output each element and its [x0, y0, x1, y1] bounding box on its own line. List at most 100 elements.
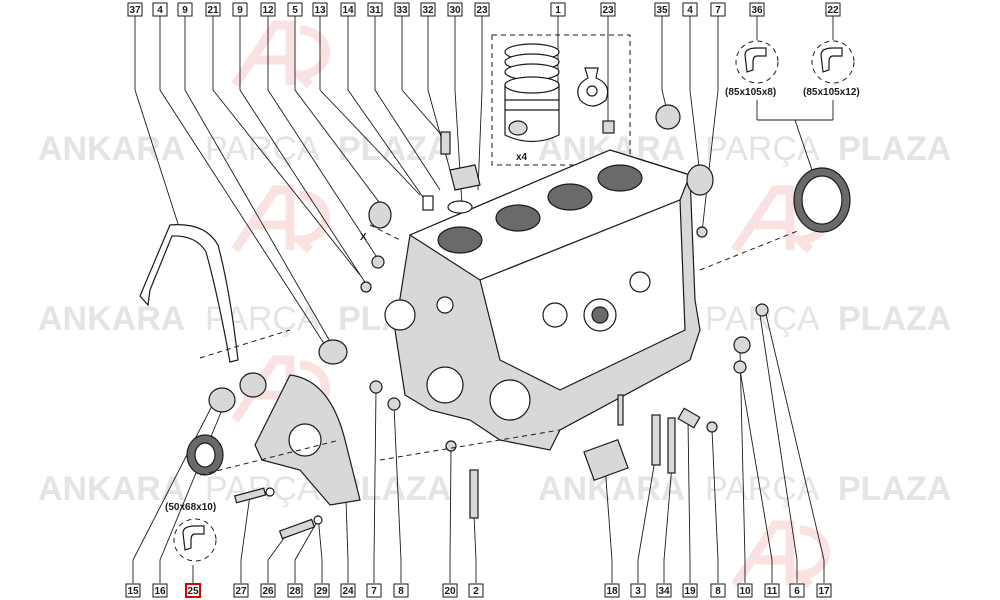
leader-line — [687, 419, 691, 561]
callout-number: 16 — [154, 586, 166, 597]
callout-box — [710, 2, 726, 17]
callout-number: 8 — [398, 586, 404, 597]
callout-box — [366, 583, 382, 598]
callout-box — [447, 2, 463, 17]
leader-line — [477, 89, 483, 191]
nut-icon-7 — [369, 380, 383, 394]
leader-lines — [132, 16, 834, 583]
stud-icon-34 — [667, 417, 676, 474]
pin-icon — [617, 394, 624, 426]
piston-group-frame — [491, 34, 631, 166]
bolt-icon-26 — [278, 518, 316, 540]
leader-line — [473, 514, 477, 561]
callout-number: 21 — [207, 5, 219, 16]
callout-number: 32 — [422, 5, 434, 16]
callout-number: 35 — [656, 5, 668, 16]
callout-top-36: 36 — [749, 2, 765, 17]
leader-line — [711, 429, 719, 561]
callout-number: 1 — [555, 5, 561, 16]
callout-box — [287, 583, 303, 598]
crank-bore-rear-icon — [489, 379, 531, 421]
seal-detail-22: (85x105x12) — [803, 40, 860, 98]
callout-number: 36 — [751, 5, 763, 16]
plug-icon-10 — [733, 336, 751, 354]
leader-line — [294, 89, 386, 211]
callout-number: 20 — [444, 586, 456, 597]
seal-dim-36: (85x105x8) — [725, 87, 776, 98]
leader-line — [449, 449, 452, 561]
callout-bottom-6: 6 — [789, 583, 805, 598]
callout-number: 7 — [371, 586, 377, 597]
crank-bore-front-icon — [426, 366, 464, 404]
leader-line — [794, 119, 813, 171]
callout-box — [205, 2, 221, 17]
camshaft-bore-icon — [384, 299, 416, 331]
callout-top-5: 5 — [287, 2, 303, 17]
callout-number: 28 — [289, 586, 301, 597]
callout-bottom-3: 3 — [630, 583, 646, 598]
callout-top-9: 9 — [232, 2, 248, 17]
stud-icon-3 — [651, 414, 661, 466]
sensor-icon-31 — [422, 195, 434, 211]
callout-number: 13 — [314, 5, 326, 16]
bearing-icon-16b — [208, 387, 236, 413]
callout-box — [340, 583, 356, 598]
callout-box — [232, 2, 248, 17]
callout-box — [152, 2, 168, 17]
callout-top-9: 9 — [177, 2, 193, 17]
callout-box — [287, 2, 303, 17]
callout-number: 29 — [316, 586, 328, 597]
alignment-line — [199, 329, 291, 359]
callout-box — [749, 2, 765, 17]
plug-icon-8 — [706, 421, 718, 433]
callout-bottom-11: 11 — [764, 583, 780, 598]
leader-line — [663, 464, 673, 561]
piston-pin-icon — [508, 120, 528, 136]
callout-box — [682, 583, 698, 598]
core-plug-icon — [368, 201, 392, 229]
watermark-word-plaza: PLAZA — [838, 300, 951, 338]
callout-bottom-26: 26 — [260, 583, 276, 598]
leader-line — [184, 89, 336, 351]
leader-line — [347, 89, 426, 201]
callout-bottom-17: 17 — [816, 583, 832, 598]
seal-detail-25: (50x68x10) — [165, 502, 217, 562]
callout-number: 10 — [739, 586, 751, 597]
callout-box — [152, 583, 168, 598]
cylinder-bore-1 — [437, 226, 483, 254]
callout-top-23: 23 — [600, 2, 616, 17]
callout-number: 33 — [396, 5, 408, 16]
cylinder-bore-3 — [547, 183, 593, 211]
leader-line — [637, 459, 656, 561]
callout-box — [550, 2, 566, 17]
leader-line — [134, 89, 181, 231]
seal-dim-22: (85x105x12) — [803, 87, 860, 98]
housing-gasket-icon — [447, 200, 473, 214]
callout-top-22: 22 — [825, 2, 841, 17]
callout-number: 4 — [157, 5, 163, 16]
callout-number: 12 — [262, 5, 274, 16]
callout-box — [825, 2, 841, 17]
leader-line — [267, 89, 381, 263]
piston-quantity: x4 — [516, 152, 528, 163]
watermark-logo-bottom-right — [731, 520, 831, 589]
callout-bottom-28: 28 — [287, 583, 303, 598]
callout-number: 19 — [684, 586, 696, 597]
callout-number: 9 — [182, 5, 188, 16]
callout-top-32: 32 — [420, 2, 436, 17]
bolt-icon-32 — [440, 131, 451, 155]
washer-icon — [313, 515, 323, 525]
leader-line — [604, 464, 613, 561]
cylinder-bore-2 — [495, 204, 541, 232]
watermark-word-ankara: ANKARA — [38, 130, 185, 168]
callout-number: 5 — [292, 5, 298, 16]
oil-bottle-icon — [577, 67, 609, 107]
callout-box — [127, 2, 143, 17]
callout-bottom-10: 10 — [737, 583, 753, 598]
callout-number: 25 — [187, 586, 199, 597]
callout-number: 15 — [127, 586, 139, 597]
callout-box — [420, 2, 436, 17]
leader-line — [764, 309, 825, 561]
piston-group: x4 — [491, 34, 631, 166]
